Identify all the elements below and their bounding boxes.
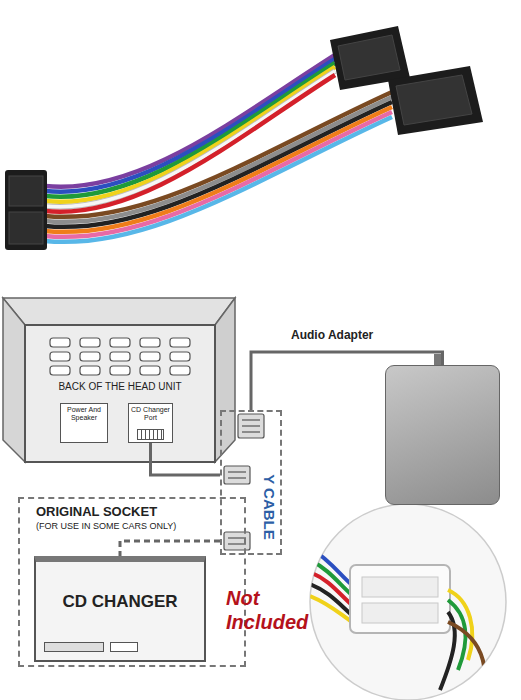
node-text: Audio Adapter: [291, 328, 373, 342]
button-panel: [110, 642, 138, 652]
node-text: Y CABLE: [261, 474, 278, 540]
head-unit-box: BACK OF THE HEAD UNIT Power And Speaker CD…: [25, 325, 215, 462]
node-text: Power And Speaker: [63, 406, 105, 422]
node-text: CD CHANGER: [36, 592, 204, 612]
node-text: BACK OF THE HEAD UNIT: [29, 381, 211, 392]
inset-photo: [310, 504, 506, 700]
adapter-box: Audio Adapter: [385, 365, 500, 505]
head-unit-body: [3, 298, 235, 462]
port-box: CD Changer Port: [128, 403, 173, 443]
connector-pins: [137, 429, 164, 440]
cd-changer-box: CD CHANGER: [34, 556, 206, 662]
y-cable-group: Y CABLE: [220, 410, 282, 555]
node-text: ORIGINAL SOCKET: [36, 504, 157, 519]
note-label: Not Included: [226, 586, 321, 634]
node-text: (FOR USE IN SOME CARS ONLY): [36, 521, 176, 531]
disc-slot: [44, 642, 104, 652]
cable-connector: [224, 414, 264, 550]
node-text: CD Changer Port: [131, 406, 170, 422]
socket-group: ORIGINAL SOCKET (FOR USE IN SOME CARS ONL…: [18, 497, 246, 667]
cable-line: [151, 443, 221, 475]
wiring-harness: [5, 26, 483, 250]
port-box: Power And Speaker: [60, 403, 108, 443]
cable-line: [120, 541, 220, 556]
